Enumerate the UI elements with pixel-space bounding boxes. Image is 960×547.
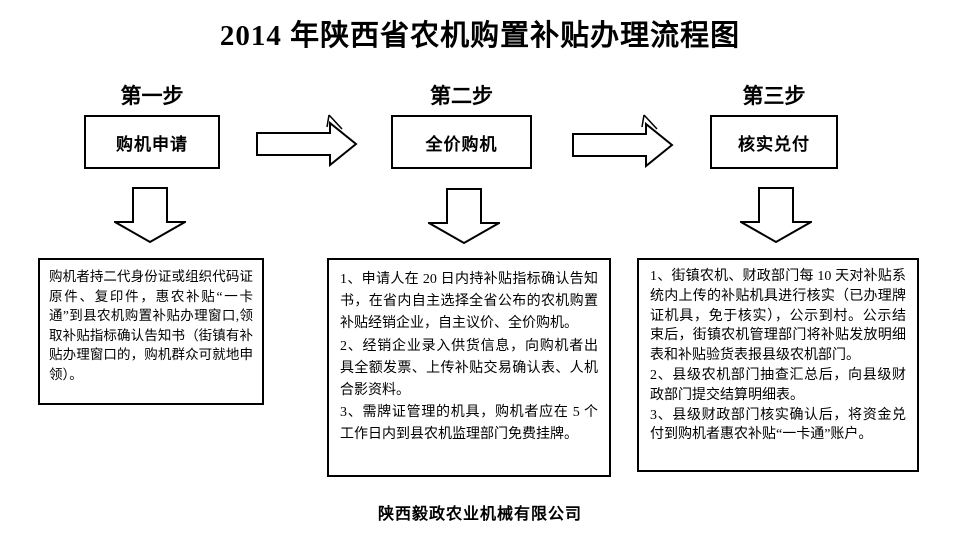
step-3-box-label: 核实兑付: [738, 134, 810, 154]
step-2-detail-box: 1、申请人在 20 日内持补贴指标确认告知书，在省内自主选择全省公布的农机购置补…: [327, 258, 611, 477]
detail-item: 3、需牌证管理的机具，购机者应在 5 个工作日内到县农机监理部门免费挂牌。: [340, 405, 598, 443]
detail-item: 3、县级财政部门核实确认后，将资金兑付到购机者惠农补贴“一卡通”账户。: [650, 407, 906, 443]
page-title: 2014 年陕西省农机购置补贴办理流程图: [219, 20, 741, 52]
detail-item: 购机者持二代身份证或组织代码证原件、复印件，惠农补贴“一卡通”到县农机购置补贴办…: [49, 269, 253, 382]
stray-mark-icon: [326, 114, 343, 130]
down-arrow-icon: [740, 187, 812, 243]
right-arrow-icon: [572, 122, 674, 168]
step-3-box: 核实兑付: [710, 115, 838, 169]
step-1-detail-box: 购机者持二代身份证或组织代码证原件、复印件，惠农补贴“一卡通”到县农机购置补贴办…: [38, 258, 264, 405]
step-2-box-label: 全价购机: [425, 134, 498, 154]
step-1-box-label: 购机申请: [116, 134, 188, 154]
right-arrow-icon: [256, 121, 358, 167]
step-3-detail-box: 1、街镇农机、财政部门每 10 天对补贴系统内上传的补贴机具进行核实（已办理牌证…: [637, 258, 919, 472]
down-arrow-icon: [428, 188, 500, 244]
footer-company: 陕西毅政农业机械有限公司: [377, 506, 582, 523]
down-arrow-icon: [114, 187, 186, 243]
step-1-box: 购机申请: [84, 115, 220, 169]
step-3-label: 第三步: [742, 84, 806, 108]
step-2-label: 第二步: [430, 84, 493, 108]
detail-item: 1、申请人在 20 日内持补贴指标确认告知书，在省内自主选择全省公布的农机购置补…: [340, 272, 598, 332]
step-1-label: 第一步: [120, 84, 184, 108]
step-2-box: 全价购机: [391, 115, 532, 169]
detail-item: 1、街镇农机、财政部门每 10 天对补贴系统内上传的补贴机具进行核实（已办理牌证…: [650, 269, 906, 364]
detail-item: 2、县级农机部门抽查汇总后，向县级财政部门提交结算明细表。: [650, 367, 906, 403]
stray-mark-icon: [641, 114, 658, 130]
detail-item: 2、经销企业录入供货信息，向购机者出具全额发票、上传补贴交易确认表、人机合影资料…: [340, 338, 598, 399]
